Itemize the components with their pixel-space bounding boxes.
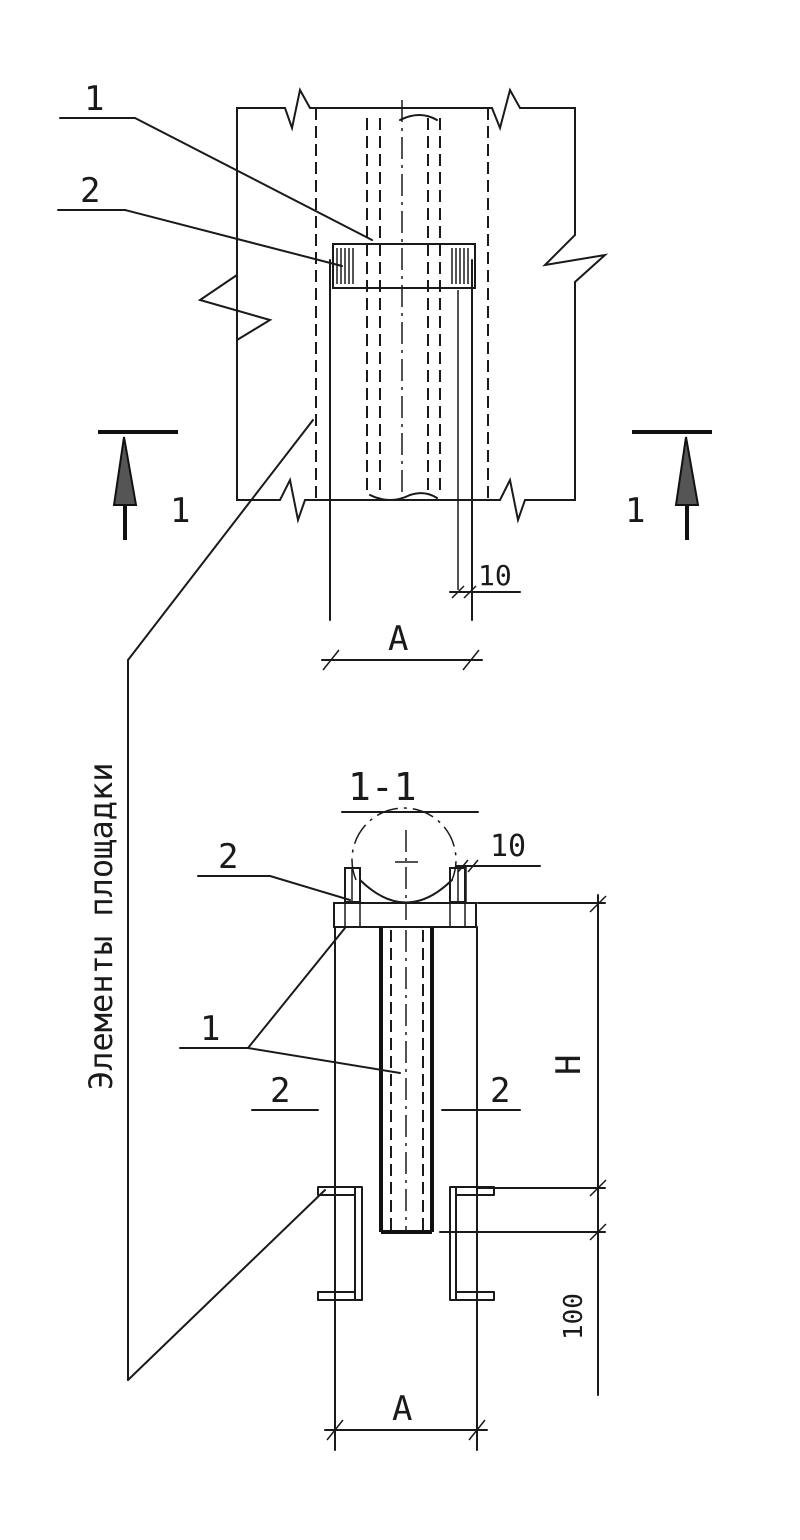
plan-view bbox=[57, 87, 712, 1381]
section-height-label: H bbox=[549, 1055, 589, 1075]
plan-section-mark-right: 1 bbox=[625, 491, 645, 531]
plan-width-tick-left bbox=[322, 649, 340, 671]
section-title: 1-1 bbox=[348, 765, 417, 809]
section-leader-1b bbox=[247, 1047, 401, 1074]
section-callout-1: 1 bbox=[200, 1009, 220, 1049]
section-arrow-right bbox=[632, 430, 712, 540]
plan-pipe-end-top bbox=[399, 114, 438, 121]
section-width-label: A bbox=[392, 1389, 412, 1429]
platform-leader-lower bbox=[127, 1189, 326, 1381]
section-arrow-left bbox=[98, 430, 178, 540]
plan-leader-2 bbox=[124, 209, 343, 267]
section-pipe-circle-top bbox=[351, 807, 457, 881]
section-gap-label: 10 bbox=[490, 829, 526, 864]
plan-hatch-left bbox=[336, 248, 354, 284]
platform-leader-upper bbox=[127, 419, 314, 661]
plan-gap-label: 10 bbox=[478, 559, 512, 592]
plan-pipe-end-bottom bbox=[369, 492, 438, 501]
plan-hatch-right bbox=[451, 248, 469, 284]
section-mark-2-left: 2 bbox=[270, 1071, 290, 1111]
plan-gap-tick-2 bbox=[463, 585, 477, 599]
section-leader-2 bbox=[269, 875, 351, 901]
plan-callout-1: 1 bbox=[84, 79, 104, 119]
plan-width-tick-right bbox=[462, 649, 480, 671]
section-view bbox=[127, 807, 607, 1451]
section-callout-2: 2 bbox=[218, 837, 238, 877]
plan-callout-2: 2 bbox=[80, 171, 100, 211]
plan-outer-outline bbox=[236, 87, 609, 524]
section-leader-1a bbox=[247, 927, 346, 1049]
plan-left-break bbox=[197, 274, 273, 341]
section-top-plate bbox=[333, 902, 477, 928]
section-channel-right bbox=[449, 1186, 495, 1301]
section-mark-2-right: 2 bbox=[490, 1071, 510, 1111]
section-bottom-label: 100 bbox=[559, 1293, 589, 1340]
plan-section-mark-left: 1 bbox=[170, 491, 190, 531]
plan-clamp-band bbox=[332, 243, 476, 289]
section-channel-left bbox=[317, 1186, 363, 1301]
platform-elements-label: Элементы площадки bbox=[82, 762, 120, 1090]
plan-gap-tick-1 bbox=[451, 585, 465, 599]
plan-width-label: A bbox=[388, 619, 408, 659]
plan-leader-1 bbox=[134, 117, 373, 241]
